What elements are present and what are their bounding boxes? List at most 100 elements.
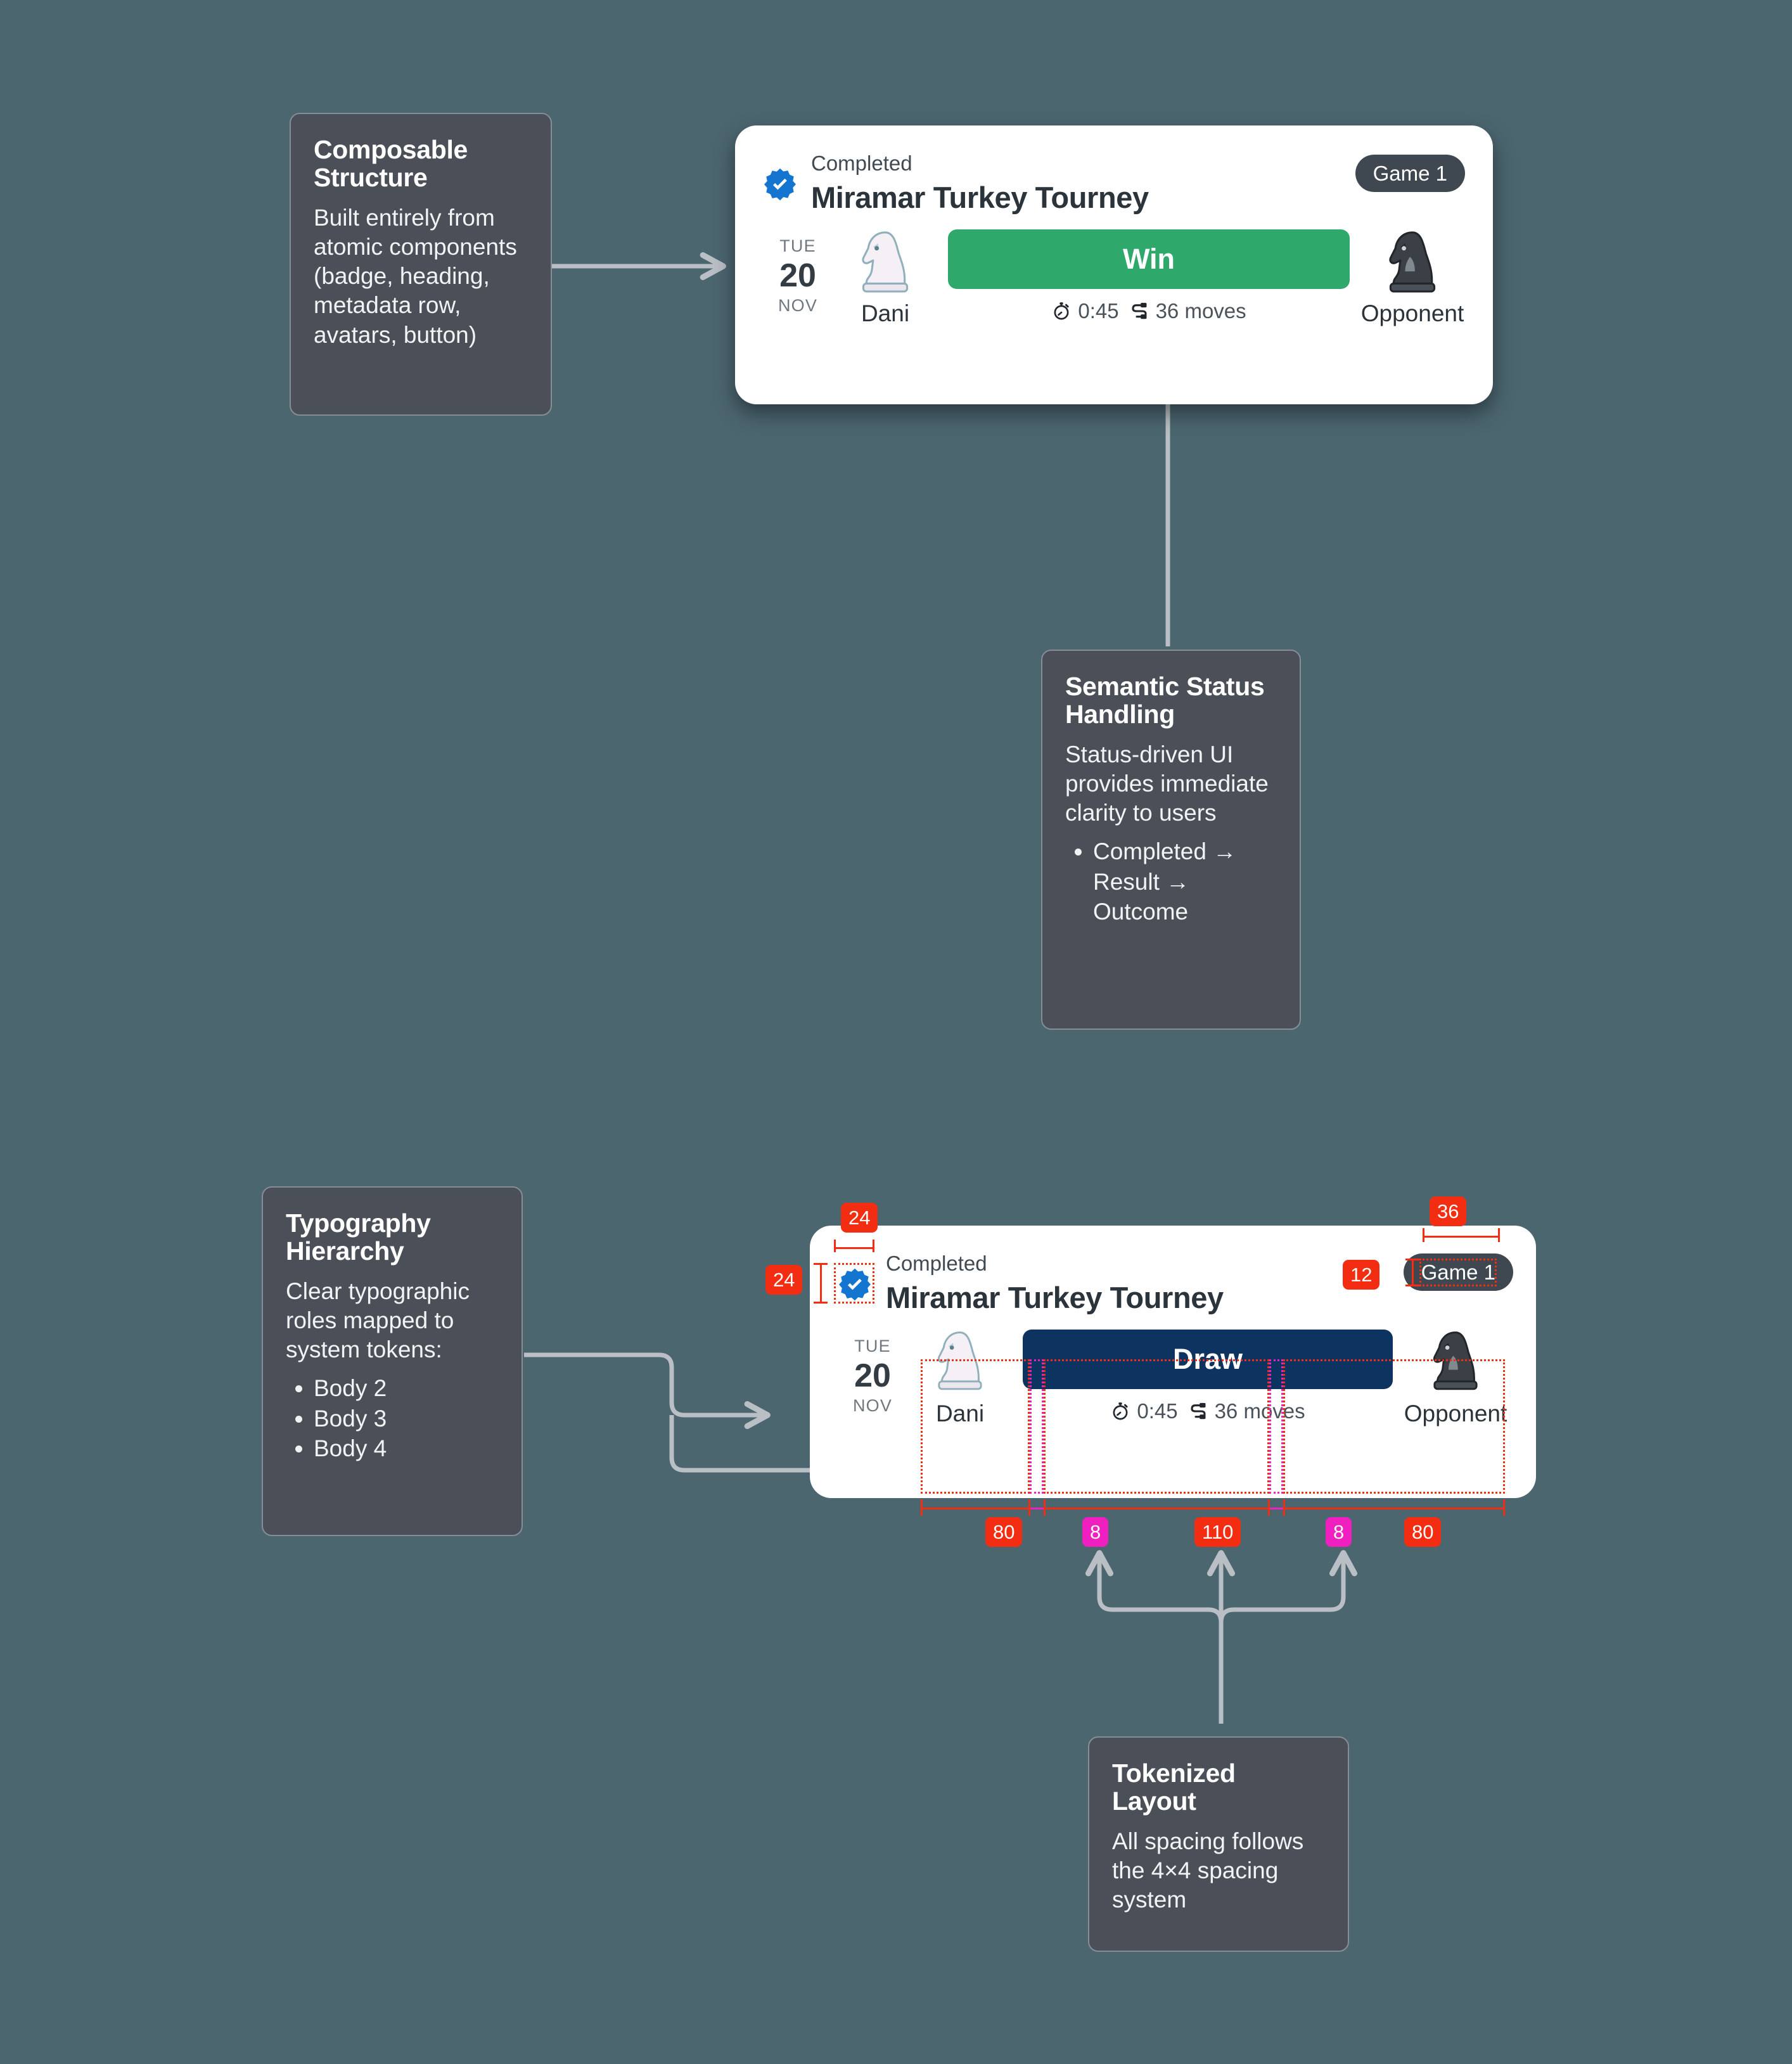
date-weekday: TUE [854,1336,891,1356]
measure-badge-36: 36 [1430,1196,1467,1227]
game-number-badge[interactable]: Game 1 [1355,155,1465,192]
measure-tick [814,1302,828,1304]
measure-rule-badge-height [820,1263,822,1304]
opponent-column: Opponent [1360,226,1465,327]
swap-arrows-icon [1132,302,1147,319]
duration-metadata: 0:45 [1051,298,1119,323]
opponent-name: Opponent [1404,1400,1507,1426]
player-name: Dani [935,1400,985,1426]
measure-tick [1423,1228,1424,1242]
swap-arrows-icon [1191,1402,1206,1419]
card-title: Miramar Turkey Tourney [886,1281,1224,1315]
measure-tick [1498,1228,1500,1242]
measure-rule-badge-width [834,1247,874,1249]
measure-rule-opponent [1283,1508,1505,1510]
measure-tick [1028,1499,1030,1516]
measure-tick [1405,1285,1419,1286]
date-day: 20 [779,257,816,295]
result-column: Win 0:45 [938,229,1360,323]
note-bullets: Body 2 Body 3 Body 4 [286,1373,499,1463]
card-title: Miramar Turkey Tourney [811,181,1149,215]
note-body: All spacing follows the 4×4 spacing syst… [1112,1828,1304,1913]
stopwatch-icon [1054,302,1069,320]
moves-value: 36 moves [1155,298,1246,323]
connector-typography-to-date [524,1352,771,1430]
date-day: 20 [854,1357,891,1395]
opponent-name: Opponent [1360,300,1464,326]
result-column: Draw 0:45 [1013,1330,1403,1423]
note-title: Semantic Status Handling [1065,672,1265,729]
black-knight-chess-piece-icon [1403,1326,1508,1395]
note-body: Built entirely from atomic components (b… [314,204,517,348]
card-header-text: Completed Miramar Turkey Tourney [886,1252,1224,1316]
player-column: Dani [833,226,938,327]
measure-badge-24-left: 24 [765,1265,803,1295]
verified-check-badge-icon [838,1267,872,1302]
moves-metadata: 36 moves [1188,1399,1305,1423]
measure-badge-110: 110 [1194,1517,1241,1548]
card-header-text: Completed Miramar Turkey Tourney [811,151,1149,216]
date-block: TUE 20 NOV [763,236,833,316]
connector-token-to-gap-left [1085,1550,1224,1623]
game-number-badge[interactable]: Game 1 [1403,1253,1513,1291]
result-button[interactable]: Win [948,229,1350,289]
measure-tick [921,1499,923,1516]
connector-token-to-gap-right [1219,1550,1358,1623]
duration-metadata: 0:45 [1110,1399,1178,1423]
measure-rule-pill-pad [1412,1259,1414,1286]
stopwatch-icon [1113,1402,1128,1420]
note-composable-structure: Composable Structure Built entirely from… [290,113,552,416]
measure-tick [1044,1499,1046,1516]
note-title: Typography Hierarchy [286,1208,431,1266]
duration-value: 0:45 [1137,1399,1178,1423]
card-header: Completed Miramar Turkey Tourney Game 1 [735,125,1493,216]
measure-badge-12: 12 [1343,1260,1380,1290]
date-weekday: TUE [779,236,816,256]
metadata-row: 0:45 36 moves [948,299,1350,323]
measure-rule-result [1044,1508,1269,1510]
note-semantic-status-handling: Semantic Status Handling Status-driven U… [1041,650,1301,1030]
white-knight-chess-piece-icon [833,226,938,295]
game-card-win[interactable]: Completed Miramar Turkey Tourney Game 1 … [735,125,1493,404]
player-column: Dani [907,1326,1013,1427]
card-header: Completed Miramar Turkey Tourney Game 1 [810,1226,1536,1316]
measure-rule-pill-width [1423,1236,1500,1238]
moves-metadata: 36 moves [1129,299,1246,323]
verified-check-badge-icon [763,167,797,202]
white-knight-chess-piece-icon [907,1326,1013,1395]
measure-tick [873,1240,874,1252]
card-body: TUE 20 NOV Dani Win [735,216,1493,356]
measure-rule-gap-left [1030,1508,1044,1510]
measure-rule-player [921,1508,1030,1510]
result-button[interactable]: Draw [1023,1330,1393,1389]
note-bullet: Completed → Result → Outcome [1093,836,1277,926]
measure-tick [1503,1499,1505,1516]
player-name: Dani [861,300,910,326]
measure-badge-8-right: 8 [1326,1517,1352,1548]
date-month: NOV [778,295,818,315]
moves-value: 36 moves [1214,1399,1305,1423]
note-tokenized-layout: Tokenized Layout All spacing follows the… [1088,1736,1349,1952]
metadata-row: 0:45 36 moves [1023,1399,1393,1423]
black-knight-chess-piece-icon [1360,226,1465,295]
measure-tick [1405,1259,1419,1260]
status-label: Completed [811,151,912,175]
measure-rule-gap-right [1269,1508,1283,1510]
date-month: NOV [852,1395,893,1415]
note-bullet: Body 2 [314,1373,499,1403]
duration-value: 0:45 [1078,298,1119,323]
status-label: Completed [886,1252,987,1275]
measure-badge-8-left: 8 [1082,1517,1109,1548]
note-body: Status-driven UI provides immediate clar… [1065,741,1269,826]
game-card-draw[interactable]: Completed Miramar Turkey Tourney Game 1 … [810,1226,1536,1498]
measure-tick [814,1263,828,1265]
measure-tick [1283,1499,1285,1516]
note-bullets: Completed → Result → Outcome [1065,836,1277,926]
note-bullet: Body 4 [314,1433,499,1463]
measure-tick [834,1240,836,1252]
note-bullet: Body 3 [314,1404,499,1433]
card-body: TUE 20 NOV Dani Draw [810,1316,1536,1456]
date-block: TUE 20 NOV [838,1336,907,1416]
measure-badge-80-left: 80 [985,1517,1023,1548]
